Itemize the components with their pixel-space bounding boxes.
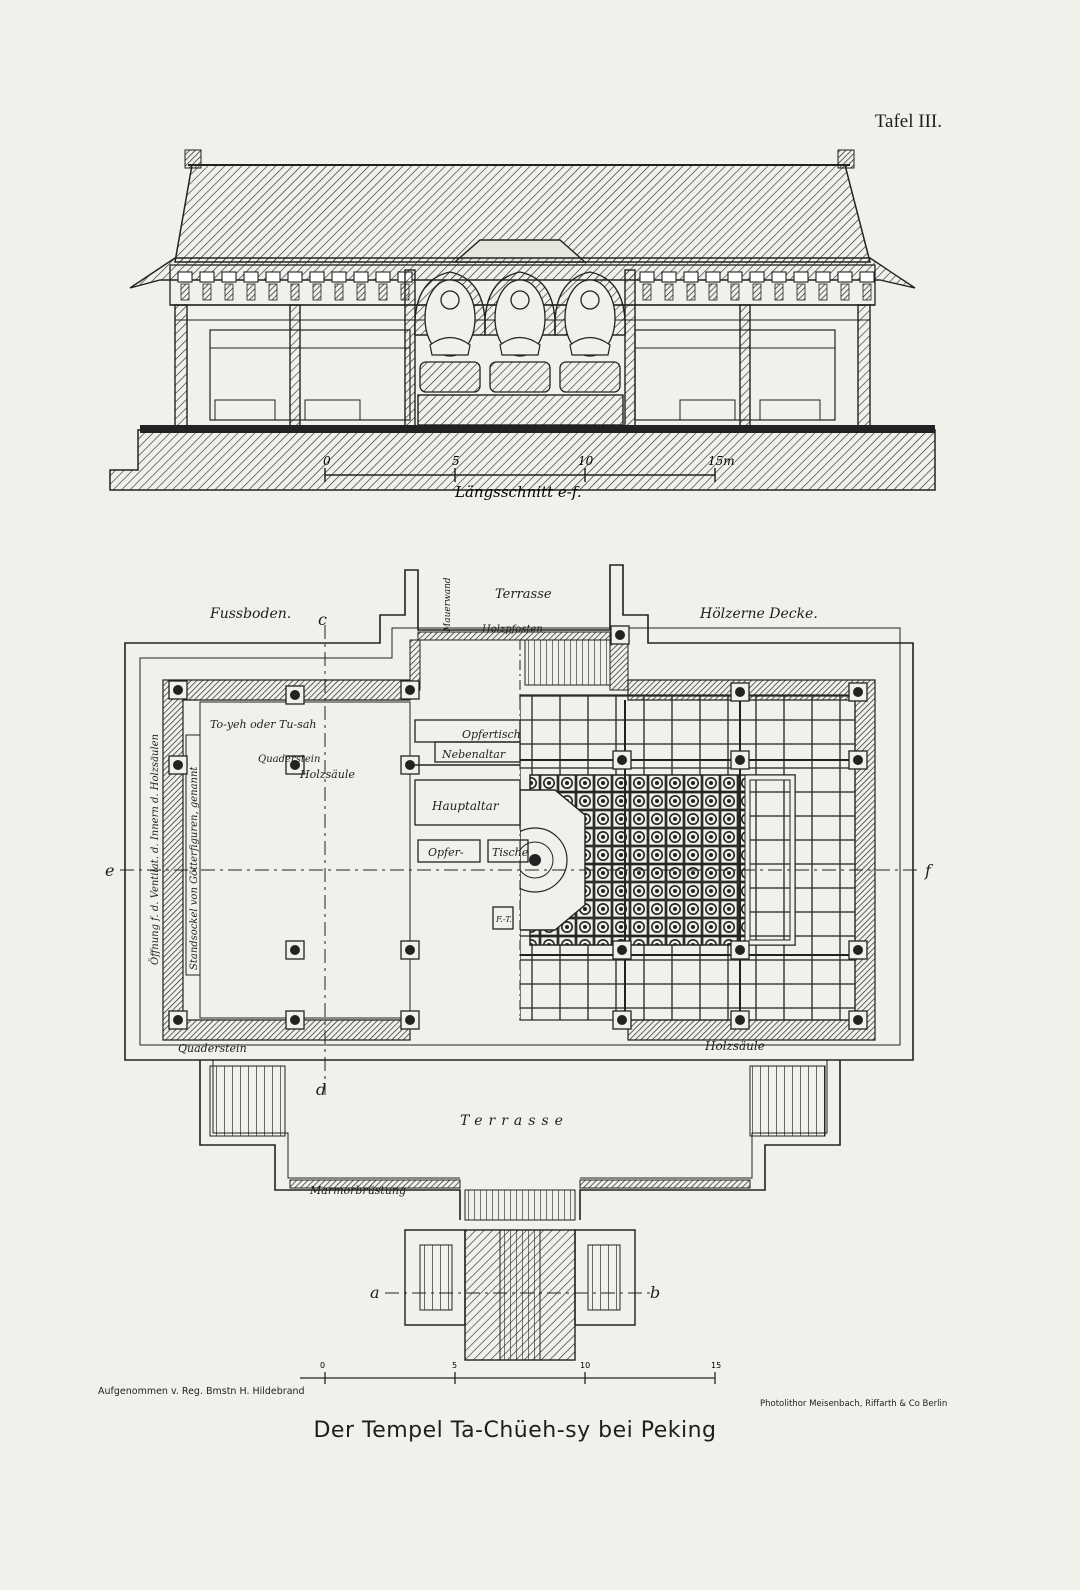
column-marker bbox=[168, 755, 188, 775]
bracket bbox=[199, 271, 215, 301]
column-marker bbox=[730, 940, 750, 960]
label-pedestal: Standsockel von Götterfiguren, genannt bbox=[189, 766, 200, 970]
label-offer-left: Opfer- bbox=[428, 846, 464, 859]
section-scale-tick: 15m bbox=[708, 454, 735, 468]
column-marker bbox=[400, 1010, 420, 1030]
label-wooden-column-bottom: Holzsäule bbox=[704, 1039, 765, 1053]
label-wooden-column-top: Holzsäule bbox=[299, 768, 355, 781]
label-marble-balustrade: Marmorbrüstung bbox=[309, 1184, 406, 1197]
plan-scale-tick: 10 bbox=[580, 1361, 590, 1370]
buddha-figure bbox=[484, 271, 556, 393]
credit-right: Photolithor Meisenbach, Riffarth & Co Be… bbox=[760, 1399, 948, 1409]
column-marker bbox=[400, 680, 420, 700]
column-marker bbox=[848, 940, 868, 960]
column-marker bbox=[168, 1010, 188, 1030]
label-axis-e: e bbox=[105, 861, 114, 880]
buddha-figure bbox=[414, 271, 486, 393]
label-axis-c: c bbox=[318, 610, 327, 629]
column-marker bbox=[848, 1010, 868, 1030]
plate-label: Tafel III. bbox=[874, 111, 942, 132]
column-marker bbox=[612, 1010, 632, 1030]
label-axis-f: f bbox=[924, 861, 934, 880]
bracket bbox=[221, 271, 237, 301]
plate-title: Der Tempel Ta-Chüeh-sy bei Peking bbox=[313, 1418, 717, 1443]
longitudinal-section: 0 5 10 15m Längsschnitt e-f. bbox=[109, 149, 936, 501]
bracket bbox=[727, 271, 743, 301]
bracket bbox=[793, 271, 809, 301]
column-marker bbox=[848, 750, 868, 770]
label-terrace-top: Terrasse bbox=[495, 587, 552, 602]
credit-left: Aufgenommen v. Reg. Bmstn H. Hildebrand bbox=[98, 1386, 305, 1397]
label-toyeh: To-yeh oder Tu-sah bbox=[210, 718, 316, 731]
bracket bbox=[859, 271, 875, 301]
section-scale-tick: 10 bbox=[578, 454, 594, 468]
column-marker bbox=[400, 940, 420, 960]
label-floor: Fussboden. bbox=[209, 606, 291, 622]
column-marker bbox=[285, 685, 305, 705]
plan-scale-tick: 5 bbox=[452, 1361, 457, 1370]
column-marker bbox=[285, 755, 305, 775]
bracket bbox=[375, 271, 391, 301]
bracket bbox=[265, 271, 281, 301]
bracket bbox=[661, 271, 677, 301]
section-scale-tick: 5 bbox=[452, 454, 460, 468]
bracket bbox=[683, 271, 699, 301]
floor-plan: 0 5 10 15 Fussboden. Hölzerne Decke. Ter… bbox=[105, 564, 934, 1384]
bracket bbox=[353, 271, 369, 301]
section-scale-bar bbox=[324, 468, 716, 482]
bracket bbox=[243, 271, 259, 301]
label-terrace-bottom: Terrasse bbox=[460, 1113, 569, 1129]
label-small-table: F.-T. bbox=[495, 915, 512, 924]
plan-scale-bar bbox=[300, 1372, 716, 1384]
column-marker bbox=[168, 680, 188, 700]
bracket bbox=[815, 271, 831, 301]
bracket bbox=[287, 271, 303, 301]
label-main-altar: Hauptaltar bbox=[431, 799, 500, 813]
label-axis-b: b bbox=[650, 1283, 660, 1302]
label-axis-d: d bbox=[316, 1080, 326, 1099]
label-threshold: Holzpfosten bbox=[481, 624, 543, 635]
plan-scale-tick: 0 bbox=[320, 1361, 325, 1370]
bracket bbox=[749, 271, 765, 301]
bracket bbox=[639, 271, 655, 301]
label-side-wall: Mauerwand bbox=[443, 577, 453, 633]
bracket bbox=[705, 271, 721, 301]
label-ashlar-top: Quaderstein bbox=[258, 754, 320, 765]
bracket bbox=[309, 271, 325, 301]
column-marker bbox=[730, 750, 750, 770]
column-marker bbox=[285, 940, 305, 960]
column-marker bbox=[612, 940, 632, 960]
label-wall-niche: Öffnung f. d. Ventilat. d. Innern d. Hol… bbox=[149, 734, 161, 965]
plan-scale-tick: 15 bbox=[711, 1361, 721, 1370]
section-scale-tick: 0 bbox=[323, 454, 331, 468]
label-ceiling: Hölzerne Decke. bbox=[699, 606, 818, 622]
bracket bbox=[331, 271, 347, 301]
column-marker bbox=[848, 682, 868, 702]
bracket bbox=[771, 271, 787, 301]
column-marker bbox=[285, 1010, 305, 1030]
column-marker bbox=[730, 1010, 750, 1030]
section-caption: Längsschnitt e-f. bbox=[454, 483, 582, 501]
label-ashlar-bottom: Quaderstein bbox=[178, 1042, 247, 1055]
label-side-altar: Nebenaltar bbox=[441, 748, 506, 761]
label-axis-a: a bbox=[370, 1283, 380, 1302]
bracket bbox=[837, 271, 853, 301]
column-marker bbox=[612, 750, 632, 770]
plan-columns bbox=[168, 625, 868, 1030]
column-marker bbox=[730, 682, 750, 702]
label-offering-table: Opfertisch bbox=[462, 728, 521, 741]
label-offer-right: Tische bbox=[492, 846, 529, 859]
column-marker bbox=[610, 625, 630, 645]
buddha-figures bbox=[414, 271, 626, 393]
bracket-frieze bbox=[177, 271, 875, 301]
buddha-figure bbox=[554, 271, 626, 393]
bracket bbox=[177, 271, 193, 301]
